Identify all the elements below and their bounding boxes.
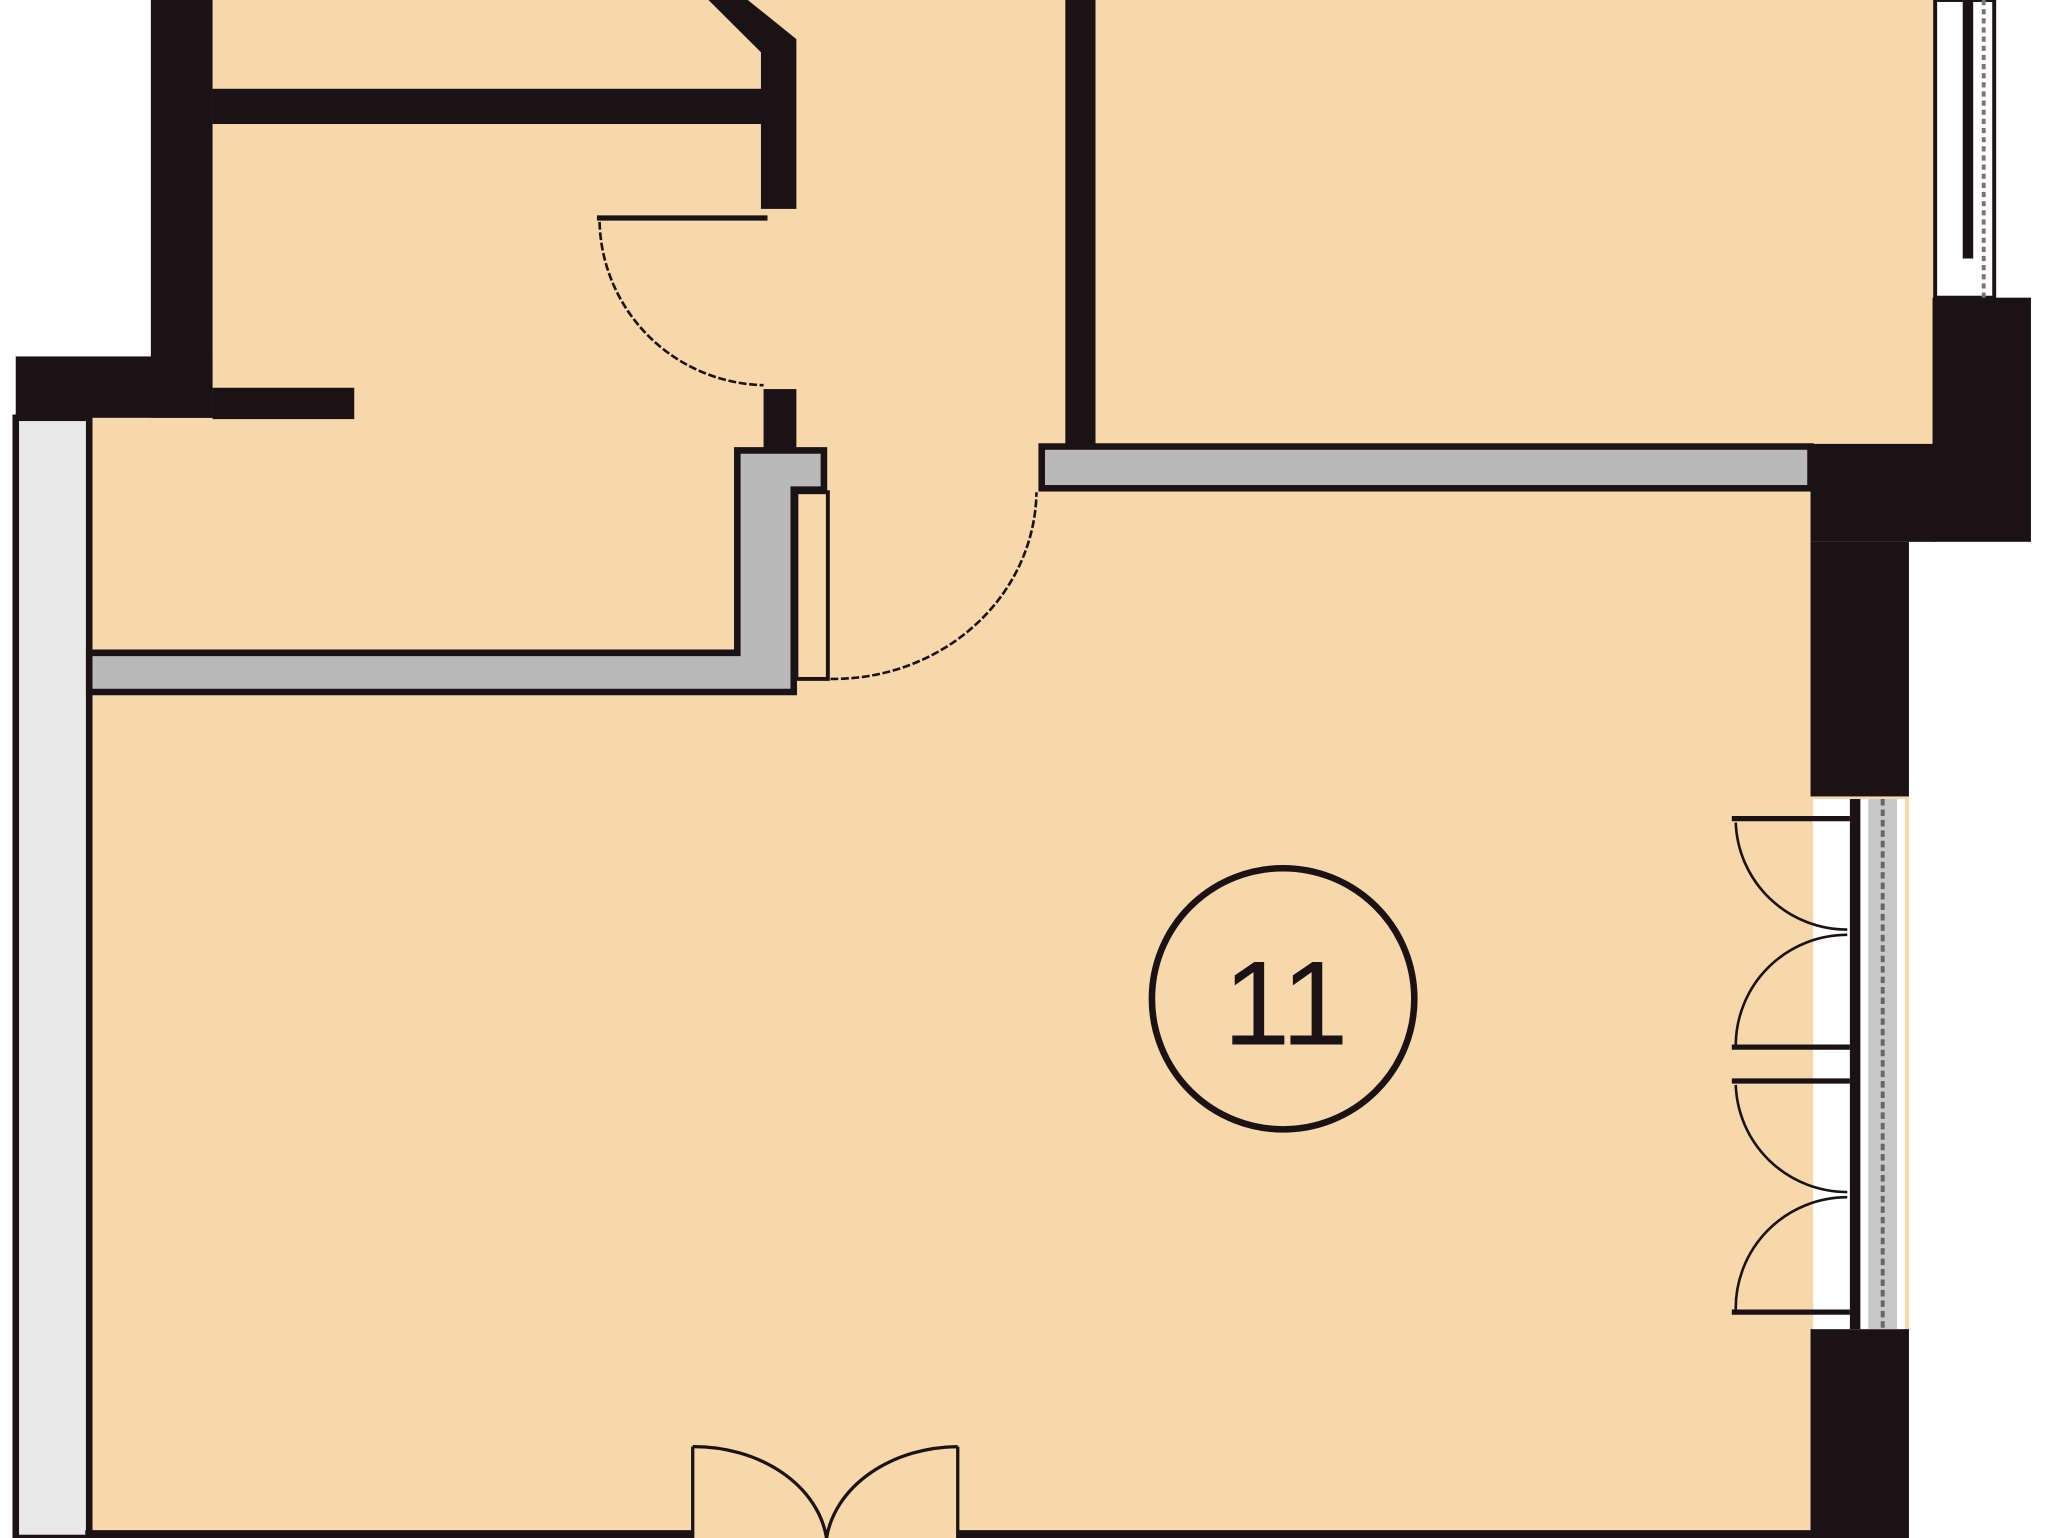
wall-right-pier-lower [1810,1329,1909,1538]
door-double-bottom[interactable] [691,1444,960,1538]
wall-left-top [150,0,213,418]
door-hall[interactable] [794,490,1038,681]
floor-fill-top-left [212,0,764,392]
exterior-top-left [0,0,151,357]
partition-walls [85,443,1814,696]
partition-horizontal-right [1038,443,1814,492]
wall-center-vertical [1065,0,1096,447]
room-number: 11 [1223,936,1348,1071]
wall-right-block-1 [1932,297,2031,542]
door-closet[interactable] [596,215,768,387]
structural-walls [15,0,2031,1538]
window-top-right [1933,0,1997,300]
wall-top-left-corner [15,356,213,418]
wall-closet-diagonal [708,0,797,53]
wall-bottom-right [957,1530,1811,1538]
wall-closet-right [760,39,797,209]
door-balcony-upper[interactable] [1731,816,1850,1050]
wall-bottom-left [85,1530,693,1538]
partition-l-shape [85,447,828,696]
wall-stub-left [212,387,355,420]
wall-right-block-2 [1810,443,1936,542]
left-exterior-wall [12,414,93,1538]
door-balcony-lower[interactable] [1731,1078,1850,1315]
window-right-middle [1813,799,1905,1330]
wall-right-pier-upper [1810,541,1909,797]
wall-door-stub [763,389,797,451]
exterior-right-bottom [1908,541,2048,1538]
floor-area [85,0,1936,1538]
wall-closet-horizontal [212,88,768,125]
room-tag-circle [1148,864,1418,1133]
room-tag: 11 [1148,864,1418,1133]
